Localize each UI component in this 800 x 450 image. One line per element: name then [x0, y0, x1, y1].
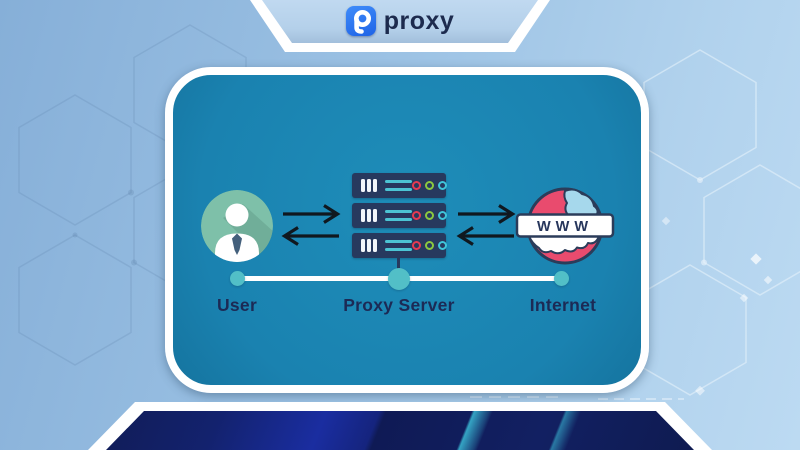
server-slits [384, 210, 412, 221]
server-slits [384, 180, 412, 191]
server-slits [384, 240, 412, 251]
server-leds [411, 240, 447, 251]
server-unit [352, 233, 447, 258]
server-stack-icon [352, 173, 447, 258]
top-banner-inner: proxy [262, 0, 538, 43]
bottom-banner-inner [106, 411, 694, 450]
label-internet: Internet [529, 295, 597, 315]
brand-logo: proxy [262, 6, 538, 36]
globe-www-icon: WWW [515, 187, 615, 265]
brand-name: proxy [383, 6, 455, 35]
label-proxy-server: Proxy Server [343, 295, 455, 315]
server-unit [352, 173, 447, 198]
bidirectional-arrows-icon [456, 204, 516, 246]
globe-www-text: WWW [537, 219, 593, 235]
server-vents [361, 179, 377, 192]
bidirectional-arrows-icon [281, 204, 341, 246]
server-leds [411, 210, 447, 221]
bottom-banner-streaks [106, 411, 694, 450]
server-vents [361, 209, 377, 222]
timeline-dot-internet [553, 271, 569, 286]
nine-proxy-logo-icon [345, 6, 376, 36]
server-unit [352, 203, 447, 228]
label-user: User [216, 295, 258, 315]
server-vents [361, 239, 377, 252]
user-avatar-icon [201, 190, 273, 262]
timeline-dot-proxy [388, 267, 410, 290]
server-leds [411, 180, 447, 191]
bottom-banner [88, 402, 712, 450]
top-banner: proxy [250, 0, 550, 52]
proxy-diagram-panel: WWW User Proxy Server Internet [165, 67, 649, 393]
timeline-dot-user [229, 271, 245, 286]
